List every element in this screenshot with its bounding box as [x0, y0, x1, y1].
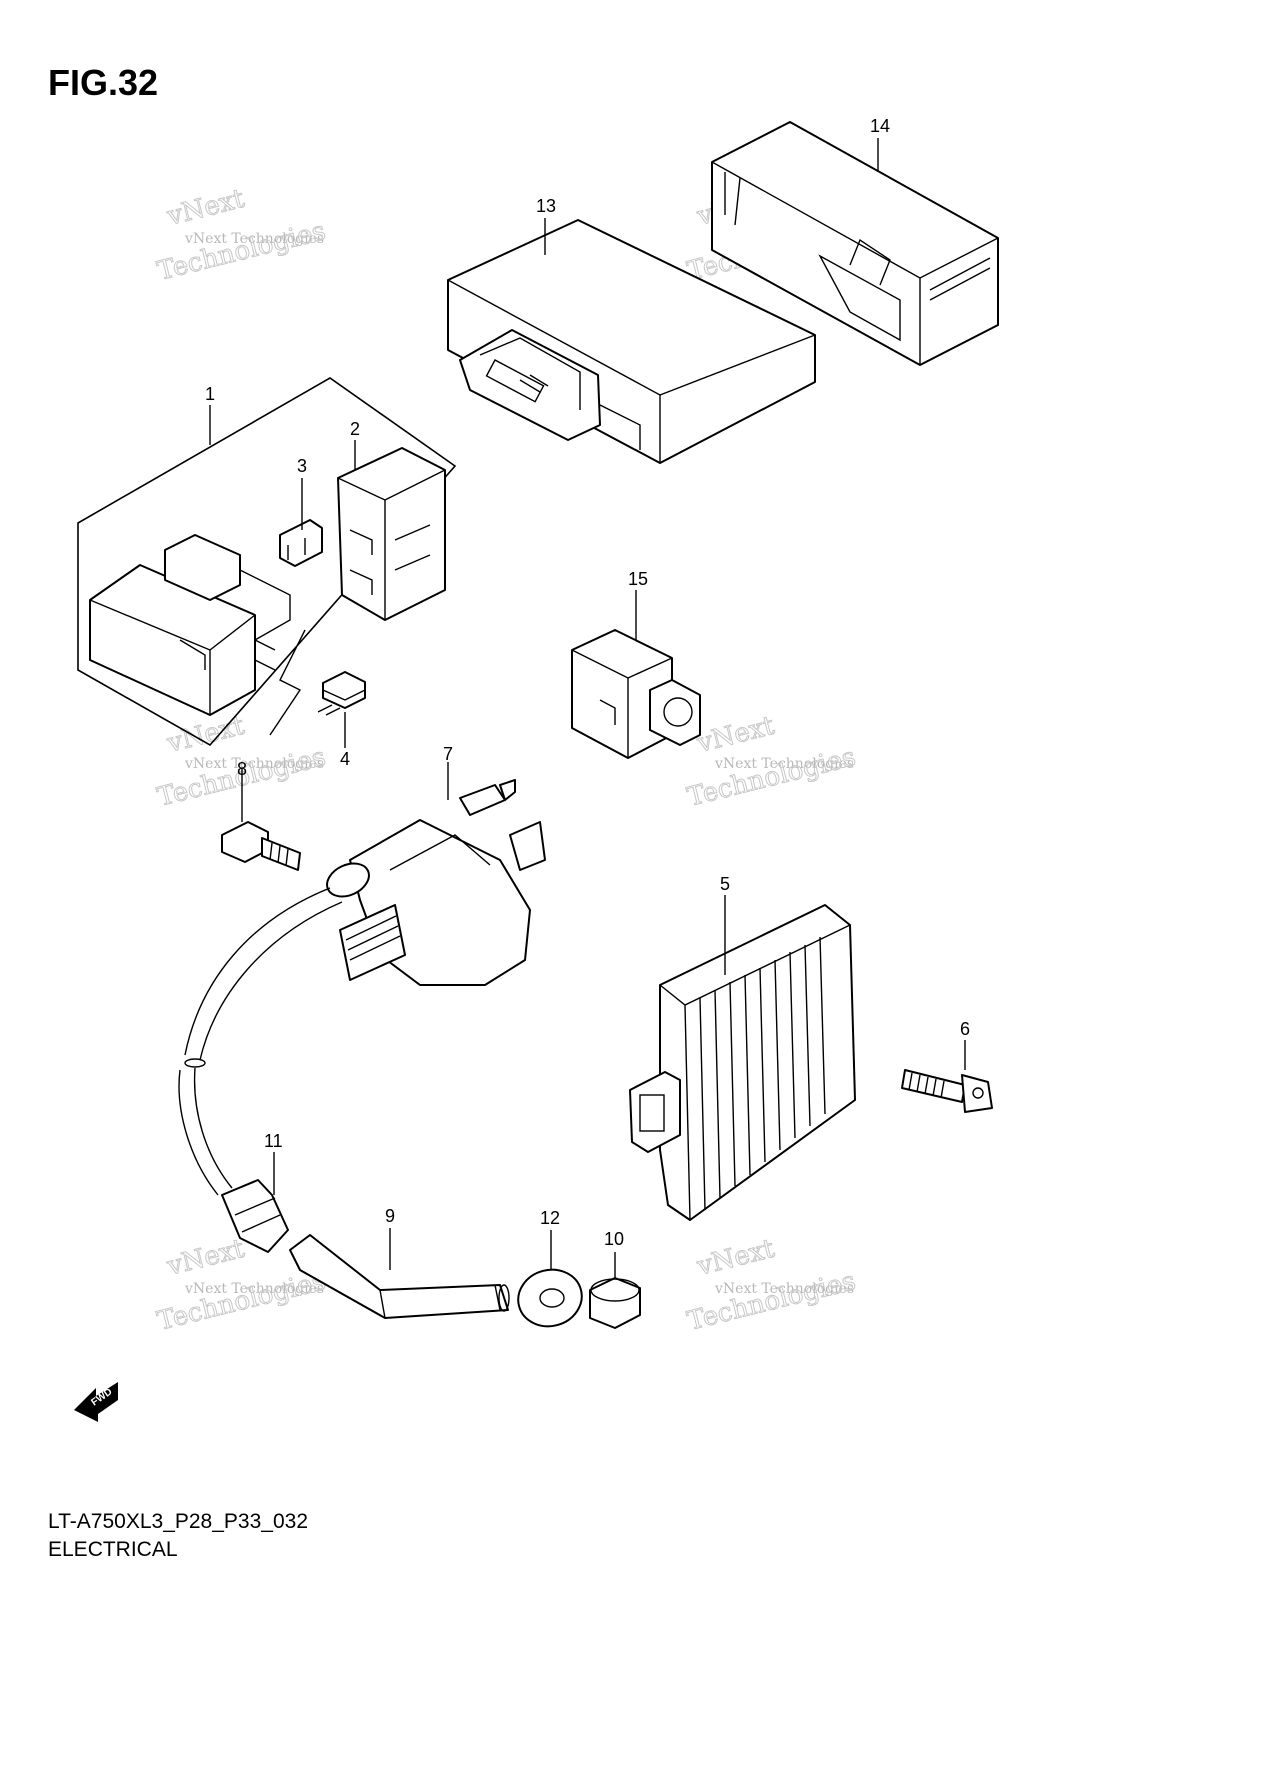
callout-7: 7 — [443, 744, 453, 764]
leader-lines — [209, 138, 966, 1278]
part-10-sleeve — [589, 1277, 641, 1329]
svg-text:vNext: vNext — [163, 184, 247, 232]
high-tension-cord — [178, 887, 343, 1196]
callout-3: 3 — [297, 456, 307, 476]
watermark-mid-right: vNext vNext Technologies Technologies — [684, 710, 859, 813]
callout-10: 10 — [604, 1229, 624, 1249]
part-14-ecm-cover — [711, 121, 999, 366]
fwd-arrow-icon: FWD — [74, 1382, 118, 1422]
part-3-fuse — [279, 519, 323, 567]
part-11-cord-boot — [221, 1179, 289, 1253]
part-7-ignition-coil — [326, 779, 546, 986]
figure-title: FIG.32 — [48, 62, 159, 103]
part-13-ecm-unit — [447, 219, 816, 464]
part-6-screw — [901, 1069, 993, 1113]
svg-text:vNext: vNext — [163, 1234, 247, 1282]
part-1-starter-relay-box — [77, 377, 457, 747]
starter-relay-body — [89, 534, 291, 716]
svg-text:vNext: vNext — [163, 711, 247, 759]
callout-1: 1 — [205, 384, 215, 404]
svg-text:vNext Technologies: vNext Technologies — [184, 756, 324, 772]
callout-11: 11 — [264, 1131, 283, 1151]
svg-text:vNext Technologies: vNext Technologies — [714, 756, 854, 772]
callout-8: 8 — [237, 759, 247, 779]
part-4-bolt — [317, 671, 366, 716]
part-8-coil-bolt — [221, 821, 301, 871]
callout-12: 12 — [540, 1208, 560, 1228]
part-12-washer — [517, 1268, 583, 1328]
svg-text:vNext: vNext — [693, 711, 777, 759]
part-2-fuse-cover — [337, 447, 446, 621]
section-name: ELECTRICAL — [48, 1538, 178, 1561]
watermark-bottom-right: vNext vNext Technologies Technologies — [684, 1233, 859, 1337]
relay-ground-wire — [269, 629, 306, 736]
part-15-relay-connector — [571, 629, 701, 759]
part-9-spark-plug-cap — [289, 1234, 510, 1319]
svg-text:vNext Technologies: vNext Technologies — [184, 231, 324, 247]
svg-text:vNext Technologies: vNext Technologies — [714, 1281, 854, 1297]
watermark-top-left: vNext vNext Technologies Technologies — [154, 183, 329, 287]
callout-6: 6 — [960, 1019, 970, 1039]
callout-9: 9 — [385, 1206, 395, 1226]
svg-text:vNext: vNext — [693, 1234, 777, 1282]
callout-numbers: 14 13 1 2 3 4 15 7 8 5 6 11 9 12 10 — [205, 116, 970, 1249]
callout-5: 5 — [720, 874, 730, 894]
part-5-regulator-rectifier — [629, 904, 856, 1221]
callout-15: 15 — [628, 569, 648, 589]
callout-14: 14 — [870, 116, 890, 136]
svg-text:vNext Technologies: vNext Technologies — [184, 1281, 324, 1297]
callout-2: 2 — [350, 419, 360, 439]
callout-4: 4 — [340, 749, 350, 769]
diagram-code: LT-A750XL3_P28_P33_032 — [48, 1510, 308, 1533]
callout-13: 13 — [536, 196, 556, 216]
